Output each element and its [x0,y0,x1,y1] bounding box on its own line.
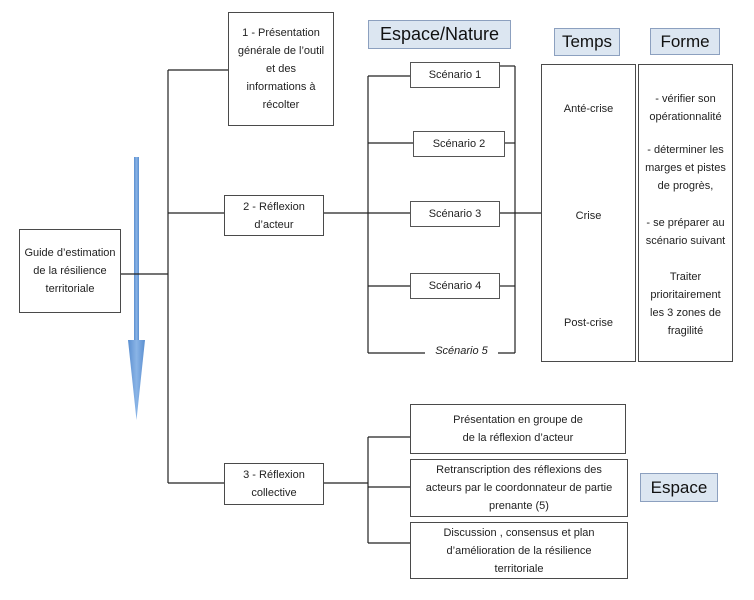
header-temps: Temps [554,28,620,56]
scenario-3-box: Scénario 3 [410,201,500,227]
branch-1-box: 1 - Présentation générale de l’outil et … [228,12,334,126]
collective-discussion-box: Discussion , consensus et plan d’amélior… [410,522,628,579]
down-arrow [128,157,145,420]
branch-2-box: 2 - Réflexion d’acteur [224,195,324,236]
temps-column [541,64,636,362]
forme-item-2: - déterminer les marges et pistes de pro… [645,144,726,192]
forme-item-4: Traiter prioritairement les 3 zones de f… [650,271,721,337]
scenario-4-box: Scénario 4 [410,273,500,299]
forme-item-3: - se préparer au scénario suivant [645,217,726,247]
header-espace: Espace [640,473,718,502]
temps-post-crise: Post-crise [564,317,613,329]
temps-ante-crise: Anté-crise [563,103,614,115]
forme-item-1: - vérifier son opérationnalité [649,93,722,123]
collective-retranscription-box: Retranscription des réflexions des acteu… [410,459,628,517]
collective-presentation-box: Présentation en groupe de de la réflexio… [410,404,626,454]
temps-crise: Crise [575,210,602,222]
scenario-1-box: Scénario 1 [410,62,500,88]
header-espace-nature: Espace/Nature [368,20,511,49]
scenario-5-label: Scénario 5 [435,345,488,357]
forme-column [638,64,733,362]
header-forme: Forme [650,28,720,55]
root-box: Guide d’estimation de la résilience terr… [19,229,121,313]
branch-3-box: 3 - Réflexion collective [224,463,324,505]
scenario-2-box: Scénario 2 [413,131,505,157]
